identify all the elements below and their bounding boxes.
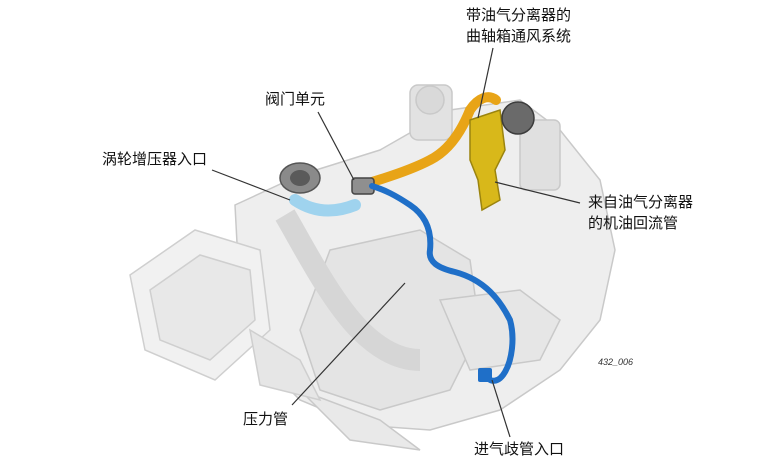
label-turbo-inlet: 涡轮增压器入口 (102, 150, 208, 168)
engine-block (234, 84, 616, 451)
label-oil-separator-line1: 带油气分离器的 (466, 6, 572, 24)
pressure-pipe-line (369, 183, 516, 384)
turbo-inlet-duct (289, 194, 361, 217)
figure-code: 432_006 (598, 357, 634, 367)
label-valve-unit: 阀门单元 (265, 90, 326, 108)
leader-lines (211, 47, 581, 438)
label-oil-return-line1: 来自油气分离器 (588, 193, 694, 211)
turbo-housing (279, 162, 321, 194)
oil-separator (469, 108, 506, 212)
oil-filler-cap (501, 101, 535, 135)
air-filter-box (129, 229, 322, 402)
label-pressure-pipe: 压力管 (243, 410, 289, 428)
label-oil-separator-line2: 曲轴箱通风系统 (466, 27, 572, 45)
label-oil-return-line2: 的机油回流管 (588, 214, 679, 232)
intake-port-fitting (478, 368, 492, 382)
label-intake-manifold-inlet: 进气歧管入口 (474, 440, 565, 458)
